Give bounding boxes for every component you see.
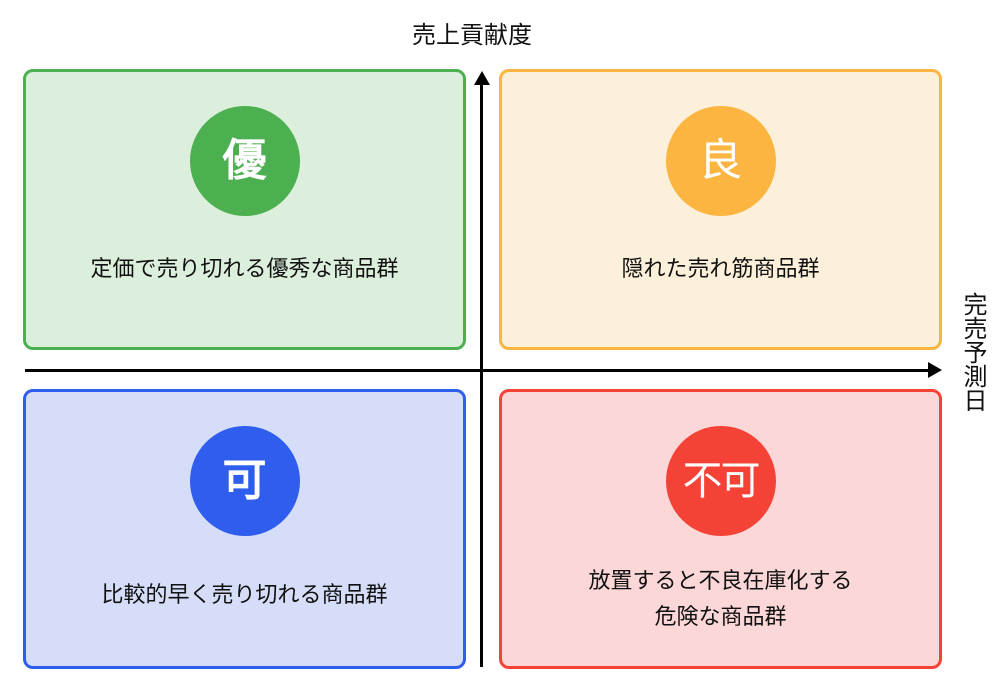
quadrant-fair: 可 比較的早く売り切れる商品群 [23, 389, 466, 669]
x-axis-label: 完売予測日 [959, 292, 987, 412]
y-axis-line [480, 82, 483, 667]
quadrant-description: 放置すると不良在庫化する 危険な商品群 [502, 564, 939, 636]
quadrant-poor: 不可 放置すると不良在庫化する 危険な商品群 [499, 389, 942, 669]
x-axis-arrow-icon [928, 362, 942, 378]
description-line-1: 放置すると不良在庫化する [588, 569, 853, 594]
quadrant-description: 隠れた売れ筋商品群 [621, 257, 820, 282]
quadrant-good: 良 隠れた売れ筋商品群 [499, 69, 942, 350]
badge-poor: 不可 [665, 426, 776, 536]
y-axis-label-text: 売上貢献度 [412, 21, 532, 49]
badge-excellent: 優 [189, 106, 300, 216]
badge-good: 良 [665, 106, 776, 216]
y-axis-arrow-icon [474, 71, 490, 85]
quadrant-description: 定価で売り切れる優秀な商品群 [90, 257, 399, 282]
badge-fair: 可 [189, 426, 300, 536]
quadrant-description: 比較的早く売り切れる商品群 [101, 583, 388, 608]
x-axis-line [25, 369, 930, 372]
description-line-2: 危険な商品群 [654, 605, 787, 630]
quadrant-excellent: 優 定価で売り切れる優秀な商品群 [23, 69, 466, 350]
